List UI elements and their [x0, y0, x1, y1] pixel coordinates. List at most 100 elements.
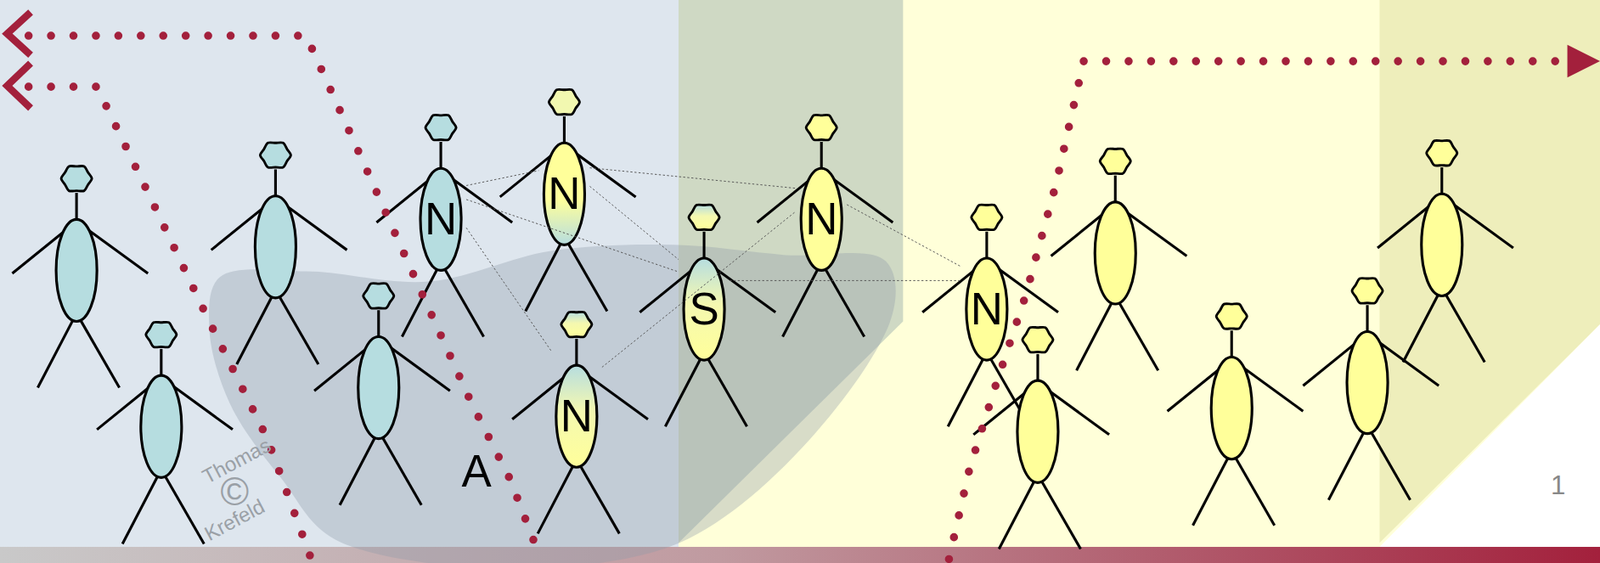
dotted-path [28, 86, 312, 559]
person-drawing [714, 111, 929, 356]
figure-limb [122, 469, 162, 545]
right-strip [1379, 0, 1600, 543]
person-figure-plain [1302, 278, 1439, 501]
figure-limb [1365, 304, 1369, 332]
person-drawing [469, 308, 684, 553]
figure-limb [563, 116, 566, 143]
connector-line [466, 170, 539, 186]
figure-head [1426, 140, 1458, 166]
dotted-path [28, 35, 541, 559]
figure-limb [1302, 333, 1368, 386]
figure-limb [1167, 359, 1233, 412]
figure-head [561, 311, 592, 338]
figure-head [688, 204, 720, 231]
figure-head [425, 114, 457, 141]
figure-limb [1328, 425, 1368, 501]
figure-limb [525, 236, 565, 312]
figure-letter: N [415, 193, 467, 245]
figure-letter: S [678, 283, 730, 335]
person-figure: N [538, 85, 590, 245]
figure-limb [1193, 450, 1233, 526]
person-figure-plain [96, 321, 233, 544]
figure-body [358, 337, 400, 440]
figure-limb [75, 192, 79, 220]
yellow-region [678, 0, 1600, 547]
person-figure-plain [1051, 148, 1188, 371]
arrow-chevron [6, 62, 31, 108]
figure-body [56, 219, 97, 322]
figure-head [1022, 326, 1054, 353]
area-label: A [445, 445, 508, 497]
figure-limb [1231, 359, 1303, 412]
figure-limb [1037, 383, 1110, 435]
figure-body [1211, 357, 1252, 460]
figure-limb [439, 141, 442, 169]
figure-limb [1377, 196, 1443, 248]
figure-limb [377, 309, 380, 337]
figure-limb [704, 259, 776, 312]
figure-limb [159, 349, 163, 376]
figure-limb [576, 459, 620, 535]
figure-head [146, 321, 177, 348]
figure-limb [275, 289, 318, 365]
figure-limb [274, 169, 277, 196]
figure-limb [500, 145, 565, 198]
figure-limb [378, 338, 451, 391]
figure-head [548, 89, 580, 115]
person-figure-plain [211, 142, 348, 365]
figure-limb [440, 262, 484, 338]
figure-limb [563, 236, 607, 312]
figure-letter: N [795, 193, 847, 245]
figure-body [683, 258, 725, 361]
figure-body [254, 196, 296, 299]
figure-limb [401, 262, 441, 338]
figure-body [966, 258, 1008, 361]
group-area-shape [208, 242, 890, 546]
person-figure: N [961, 201, 1013, 361]
figure-letter: N [551, 390, 603, 442]
figure-limb [985, 231, 988, 259]
figure-limb [76, 221, 148, 274]
figure-letter: N [961, 283, 1013, 335]
person-figure-plain [973, 326, 1110, 549]
figure-limb [161, 377, 233, 430]
figure-body [1346, 331, 1388, 434]
watermark-text: Krefeld [200, 495, 269, 547]
figure-body [543, 142, 585, 245]
figure-limb [1367, 333, 1439, 386]
connector-line [589, 168, 796, 189]
watermark-text: Thomas [198, 433, 276, 490]
bottom-bar [0, 546, 1600, 563]
figure-head [1352, 278, 1383, 305]
figure-limb [376, 170, 441, 223]
connector-line [589, 185, 679, 260]
figure-body [800, 168, 842, 271]
person-figure: S [678, 201, 730, 361]
figure-head [971, 204, 1003, 231]
connector-line [466, 199, 679, 272]
figure-limb [821, 262, 864, 338]
figure-letter: N [538, 168, 590, 220]
page-number: 1 [1550, 469, 1566, 502]
figure-limb [973, 383, 1038, 435]
group-area-fill [208, 244, 896, 563]
figure-limb [1115, 295, 1158, 371]
figure-limb [1367, 425, 1410, 501]
figure-limb [639, 259, 705, 312]
arrow-head [1567, 45, 1600, 78]
figure-limb [440, 170, 513, 223]
transition-strip [678, 0, 903, 543]
person-figure-plain [1377, 140, 1514, 362]
figure-head [61, 165, 92, 192]
figure-limb [1036, 354, 1039, 381]
figure-limb [821, 170, 893, 223]
group-area: AN S [208, 242, 890, 546]
figure-limb [576, 367, 648, 420]
connector-line [602, 211, 796, 368]
person-drawing [333, 111, 548, 356]
figure-limb [512, 367, 577, 420]
figure-limb [1231, 450, 1274, 526]
